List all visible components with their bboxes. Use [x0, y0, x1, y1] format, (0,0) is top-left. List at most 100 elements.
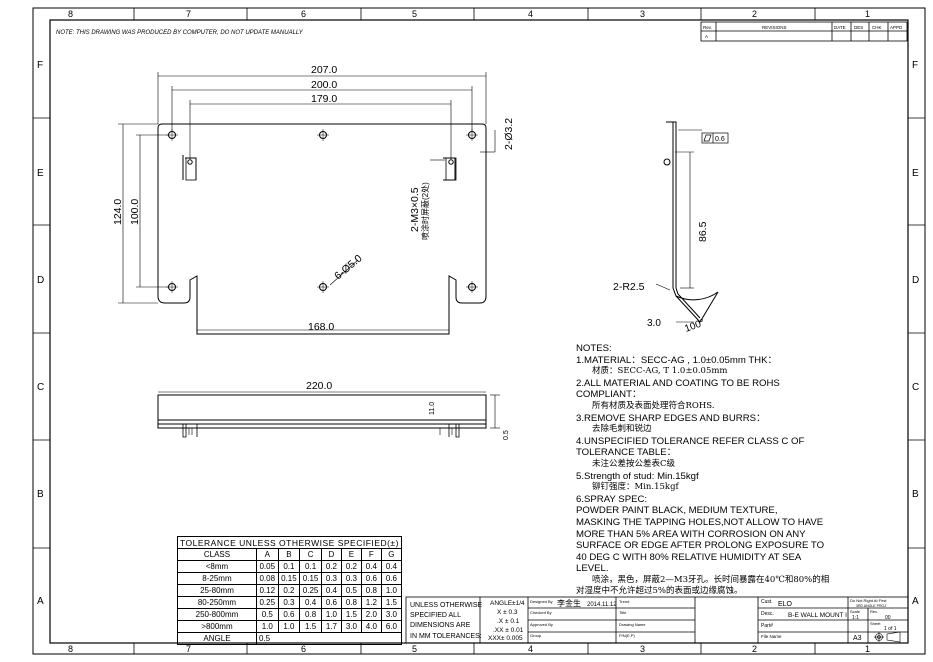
tolerance-value-cell: 1.7	[320, 620, 342, 633]
notes-title: NOTES:	[576, 343, 612, 354]
dim-11: 11.0	[429, 402, 436, 415]
tolerance-value-cell: B	[277, 548, 301, 561]
title-block	[405, 596, 909, 644]
dim-angle: 100°	[683, 317, 706, 334]
col-label-5-bottom: 5	[412, 644, 417, 654]
note-3-cn: 去除毛刺和锐边	[592, 424, 652, 435]
dim-studs-cn: 喷涂时屏蔽(2处)	[420, 182, 430, 240]
scale-label: Scale	[850, 609, 861, 614]
scale-value: 1:1	[852, 615, 859, 621]
desc-label: Desc.	[761, 611, 774, 617]
tolerance-value-cell: 0.1	[277, 560, 301, 573]
tol-xxxx: XXX± 0.005	[488, 635, 523, 642]
note-2a: 2.ALL MATERIAL AND COATING TO BE ROHS	[576, 377, 780, 389]
tolerance-value-cell: 1.0	[277, 620, 301, 633]
dim-220: 220.0	[306, 380, 332, 392]
cust-value: ELO	[778, 601, 793, 608]
designed-by-label: Designed By	[530, 599, 553, 604]
col-label-6-bottom: 6	[301, 644, 306, 654]
tolerance-value-cell: 0.8	[360, 584, 382, 597]
note-6-cn1: 喷涂，黑色，屏蔽2—M3牙孔。长时间暴露在40℃和80%的相	[592, 574, 830, 585]
desc-value: B-E WALL MOUNT I	[788, 612, 847, 619]
revisions-block	[700, 21, 908, 42]
tolerance-angle-label: ANGLE	[177, 632, 257, 645]
third-angle-note: Do Not Right At First	[850, 598, 887, 603]
tolerance-value-cell: 3.0	[340, 620, 362, 633]
dim-holes-phi32: 2-Ø3.2	[503, 118, 515, 150]
dim-holes-phi5: 6-Ø5.0	[332, 252, 364, 282]
tolerance-value-cell: 0.1	[299, 560, 322, 573]
sheet-value: 1 of 1	[884, 626, 897, 632]
dim-168: 168.0	[308, 321, 334, 333]
tolerance-value-cell: 2.0	[360, 608, 382, 621]
group-label: Group	[530, 633, 542, 638]
note-6a: POWDER PAINT BLACK, MEDIUM TEXTURE,	[576, 505, 778, 517]
col-label-4-top: 4	[528, 9, 533, 19]
row-label-e-left: E	[37, 168, 44, 179]
tolerance-class-cell: 250-800mm	[177, 608, 257, 621]
tolerance-value-cell: 0.3	[340, 572, 362, 585]
designed-by-value: 李金生	[557, 598, 581, 608]
tolerance-class-cell: 25-80mm	[177, 584, 257, 597]
bracket-outline	[157, 123, 487, 335]
projection-symbol-icon	[874, 631, 901, 643]
revisions-header: REVISIONS	[762, 25, 787, 30]
tolerance-value-cell: 1.5	[340, 608, 362, 621]
pn-label: P/N(E.P)	[619, 633, 635, 638]
row-label-a-left: A	[37, 596, 44, 607]
tolerance-class-cell: <8mm	[177, 560, 257, 573]
size-value: A3	[853, 635, 862, 642]
note-6c: MORE THAN 5% AREA WITH CORROSION ON ANY	[576, 528, 806, 540]
tolerance-value-cell: 0.08	[255, 572, 279, 585]
tolerance-value-cell: E	[340, 548, 362, 561]
side-hole	[663, 158, 671, 166]
tolerance-value-cell: 0.5	[255, 608, 279, 621]
col-label-7-bottom: 7	[186, 644, 191, 654]
note-2b: COMPLIANT：	[576, 389, 642, 401]
title-label: Title	[619, 610, 627, 615]
tolerance-class-cell: 80-250mm	[177, 596, 257, 609]
col-label-3-top: 3	[640, 9, 645, 19]
dim-200: 200.0	[311, 79, 337, 91]
unless-line3: DIMENSIONS ARE	[410, 622, 471, 629]
note-5: 5.Strength of stud: Min.15kgf	[576, 470, 699, 482]
tolerance-value-cell: 0.5	[340, 584, 362, 597]
trend-label: Trend	[619, 599, 629, 604]
note-6d: SURFACE OR EDGE AFTER PROLONG EXPOSURE T…	[576, 540, 825, 552]
front-dimensions	[118, 72, 496, 331]
stud-right	[448, 159, 454, 165]
row-label-b-left: B	[37, 489, 44, 500]
note-3: 3.REMOVE SHARP EDGES AND BURRS：	[576, 412, 766, 424]
unless-line2: SPECIFIED ALL	[410, 612, 461, 619]
tolerance-value-cell: 0.6	[320, 596, 342, 609]
dim-05: 0.5	[503, 430, 510, 440]
row-label-f-left: F	[37, 60, 43, 71]
side-view	[655, 121, 719, 323]
tolerance-value-cell: 0.4	[320, 584, 342, 597]
col-label-2-top: 2	[752, 9, 757, 19]
dim-207: 207.0	[311, 64, 337, 76]
tolerance-title-row: TOLERANCE UNLESS OTHERWISE SPECIFIED(±)	[177, 536, 402, 549]
des-header: DES	[854, 25, 863, 30]
tolerance-value-cell: 0.2	[320, 560, 342, 573]
date-header: DATE	[834, 25, 846, 30]
tolerance-value-cell: 0.15	[299, 572, 322, 585]
note-4b: TOLERANCE TABLE：	[576, 447, 677, 459]
tolerance-value-cell: 0.2	[277, 584, 301, 597]
row-label-e-right: E	[912, 168, 919, 179]
front-view	[157, 123, 487, 335]
note-1-cn: 材质：SECC-AG, T 1.0±0.05mm	[592, 366, 728, 377]
flatness-symbol	[701, 132, 729, 144]
note-4a: 4.UNSPECIFIED TOLERANCE REFER CLASS C OF	[576, 435, 805, 447]
row-label-c-left: C	[37, 382, 44, 393]
dim-100: 100.0	[129, 199, 141, 225]
row-label-d-right: D	[912, 275, 919, 286]
column-ticks	[33, 8, 925, 654]
tolerance-value-cell: 1.0	[255, 620, 279, 633]
rev-label-tb: Rev.	[870, 609, 878, 614]
tol-angle: ANGLE±1/4	[490, 600, 525, 607]
rev-value: A	[705, 34, 708, 39]
tolerance-value-cell: D	[320, 548, 342, 561]
